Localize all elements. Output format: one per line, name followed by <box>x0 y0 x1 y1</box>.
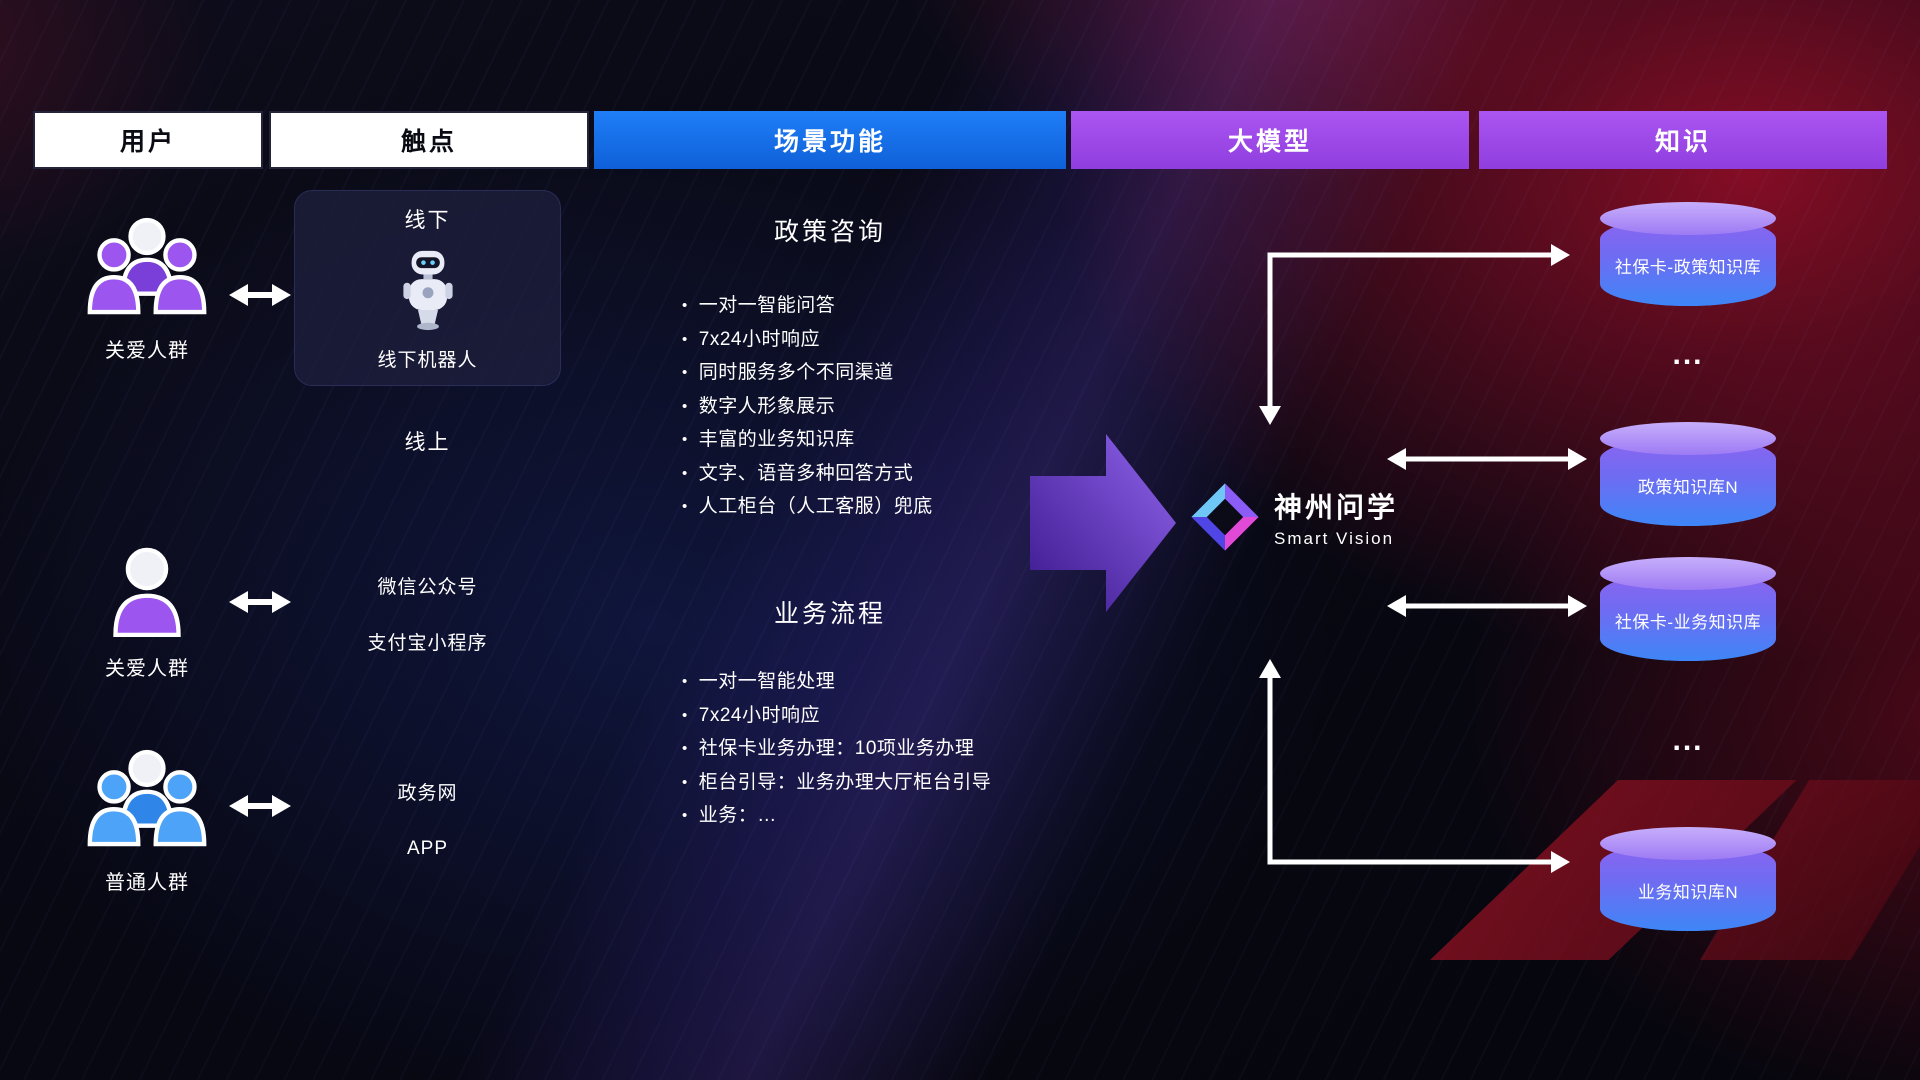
bullet-item: 业务：… <box>682 800 1060 834</box>
user-group-care-1: 关爱人群 <box>52 216 242 363</box>
column-header-knowledge: 知识 <box>1479 111 1887 169</box>
bullet-item: 社保卡业务办理：10项业务办理 <box>682 733 1060 767</box>
channel-app: APP <box>406 838 449 859</box>
db-cylinder-lid <box>1600 827 1776 860</box>
user-group-general: 普通人群 <box>52 748 242 895</box>
people-group-icon <box>87 217 207 315</box>
scene-policy-consult: 政策咨询 一对一智能问答 7x24小时响应 同时服务多个不同渠道 数字人形象展示… <box>600 212 1060 525</box>
bullet-item: 7x24小时响应 <box>682 324 1060 358</box>
bullet-item: 丰富的业务知识库 <box>682 424 1060 458</box>
bullet-item: 人工柜台（人工客服）兜底 <box>682 491 1060 525</box>
db-cylinder-policy-ssc: 社保卡-政策知识库 <box>1600 202 1776 306</box>
offline-title: 线下 <box>404 209 451 232</box>
column-header-touchpoints: 触点 <box>269 111 589 169</box>
scene-bullet-list: 一对一智能处理 7x24小时响应 社保卡业务办理：10项业务办理 柜台引导：业务… <box>600 666 1060 834</box>
scene-title: 政策咨询 <box>773 218 886 246</box>
ellipsis-text: ... <box>1672 724 1704 757</box>
db-cylinder-lid <box>1600 557 1776 590</box>
bullet-item: 数字人形象展示 <box>682 391 1060 425</box>
person-icon <box>113 547 181 638</box>
user-label: 普通人群 <box>105 872 189 894</box>
brand-subtitle: Smart Vision <box>1274 528 1395 548</box>
brand-name: 神州问学 <box>1274 491 1399 523</box>
db-cylinder-lid <box>1600 202 1776 235</box>
offline-robot-label: 线下机器人 <box>377 350 478 371</box>
user-label: 关爱人群 <box>105 658 189 680</box>
column-header-users: 用户 <box>33 111 263 169</box>
scene-bullet-list: 一对一智能问答 7x24小时响应 同时服务多个不同渠道 数字人形象展示 丰富的业… <box>600 290 1060 525</box>
robot-icon <box>402 250 453 330</box>
bullet-item: 一对一智能处理 <box>682 666 1060 700</box>
bullet-item: 同时服务多个不同渠道 <box>682 357 1060 391</box>
scene-title: 业务流程 <box>773 600 886 628</box>
bullet-item: 文字、语音多种回答方式 <box>682 458 1060 492</box>
db-cylinder-policy-n: 政策知识库N <box>1600 422 1776 526</box>
channel-wechat: 微信公众号 <box>377 577 478 598</box>
column-header-llm: 大模型 <box>1071 111 1469 169</box>
db-cylinder-lid <box>1600 422 1776 455</box>
ellipsis-text: ... <box>1672 338 1704 371</box>
bullet-item: 7x24小时响应 <box>682 700 1060 734</box>
connector-bottom-l-arrow <box>1259 659 1570 873</box>
people-group-icon <box>87 749 207 847</box>
scene-business-process: 业务流程 一对一智能处理 7x24小时响应 社保卡业务办理：10项业务办理 柜台… <box>600 594 1060 834</box>
diamond-logo-icon <box>1191 483 1259 551</box>
brand-logo: 神州问学 Smart Vision <box>1190 482 1398 552</box>
channel-alipay: 支付宝小程序 <box>367 633 488 654</box>
connector-mid-arrow-2 <box>1387 595 1587 617</box>
bullet-item: 柜台引导：业务办理大厅柜台引导 <box>682 767 1060 801</box>
user-label: 关爱人群 <box>105 340 189 362</box>
db-cylinder-business-ssc: 社保卡-业务知识库 <box>1600 557 1776 661</box>
connector-top-l-arrow <box>1259 244 1570 425</box>
connector-mid-arrow-1 <box>1387 448 1587 470</box>
flow-arrow-icon <box>1030 434 1176 612</box>
bullet-item: 一对一智能问答 <box>682 290 1060 324</box>
online-title: 线上 <box>404 431 451 454</box>
column-header-scene-functions: 场景功能 <box>594 111 1066 169</box>
channel-govweb: 政务网 <box>397 783 458 804</box>
offline-touchpoint-card: 线下 线下机器人 <box>294 190 561 386</box>
db-cylinder-business-n: 业务知识库N <box>1600 827 1776 931</box>
user-group-care-2: 关爱人群 <box>52 545 242 681</box>
